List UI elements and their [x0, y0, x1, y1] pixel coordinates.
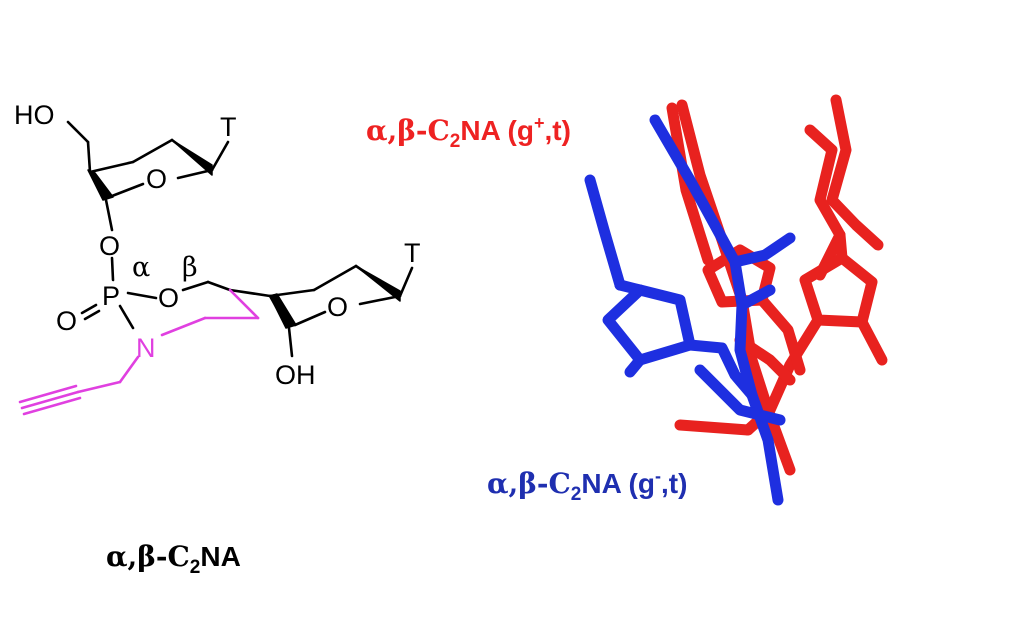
linker-bonds: [18, 288, 260, 416]
bond: [118, 304, 135, 330]
bond: [80, 303, 98, 315]
structure-label-prefix: α,β-C: [106, 540, 190, 573]
blue-stick-link: [684, 339, 758, 401]
bond: [206, 280, 232, 292]
linker-bond: [160, 316, 207, 337]
beta-label: β: [182, 252, 198, 283]
bond: [312, 264, 358, 292]
structure-label-sub: 2: [190, 557, 201, 578]
bond: [176, 168, 214, 180]
red-label-prefix: α,β-C: [366, 114, 450, 147]
atom-o-beta: O: [158, 283, 179, 313]
bond: [293, 310, 327, 327]
red-stick-link: [834, 229, 848, 264]
blue-stick-branch: [584, 174, 626, 291]
bond: [104, 198, 114, 232]
atom-o-ring-bottom: O: [327, 292, 348, 322]
blue-stick-link: [624, 354, 646, 378]
bond: [358, 294, 402, 306]
blue-stick-model: [584, 114, 796, 506]
wedge-bond: [355, 265, 401, 302]
bond: [88, 160, 135, 174]
bond: [86, 140, 92, 174]
linker-bond: [76, 380, 122, 394]
blue-stick-ring: [602, 284, 696, 366]
blue-label-mid: NA (g: [581, 468, 655, 499]
bond: [131, 138, 174, 164]
blue-label-sup: -: [655, 466, 661, 486]
wedge-bond: [87, 169, 114, 201]
bond: [398, 266, 414, 298]
alkyne-bond: [18, 384, 78, 404]
chemical-structure: [66, 120, 414, 358]
atom-n: N: [136, 333, 156, 363]
atom-o-double: O: [56, 306, 77, 336]
wedge-bond: [269, 293, 297, 329]
blue-label-suffix: ,t): [661, 468, 687, 499]
bond: [110, 256, 115, 282]
blue-label-prefix: α,β-C: [487, 467, 571, 500]
blue-stick-link: [614, 279, 646, 296]
linker-bond: [118, 355, 140, 384]
red-stick-link: [856, 316, 888, 366]
wedge-bond: [171, 139, 213, 176]
atom-oh: OH: [275, 360, 316, 390]
blue-stick-backbone: [649, 114, 784, 506]
red-stick-link: [734, 334, 796, 386]
blue-label-sub: 2: [571, 484, 582, 505]
atom-t-bottom: T: [404, 238, 421, 268]
alkyne-bond: [22, 396, 82, 416]
bond: [287, 326, 294, 358]
bond: [210, 140, 230, 172]
red-stick-ring: [799, 252, 878, 328]
atom-labels: HO T O O P O O N T O OH α β: [14, 100, 421, 390]
linker-bond: [228, 288, 260, 320]
blue-stick-link: [736, 284, 776, 311]
atom-o-ring-top: O: [146, 164, 167, 194]
atom-o-link: O: [99, 231, 120, 261]
blue-stick-link: [729, 232, 796, 268]
red-stick-branch: [666, 102, 714, 266]
atom-p: P: [102, 281, 120, 311]
bond: [126, 291, 158, 300]
red-stick-link: [756, 294, 806, 376]
bond: [66, 120, 90, 144]
red-label-suffix: ,t): [545, 115, 571, 146]
bond: [228, 288, 272, 298]
bond: [181, 280, 210, 292]
atom-ho: HO: [14, 100, 55, 130]
bond: [110, 182, 145, 198]
red-stick-base: [826, 94, 884, 251]
red-label-mid: NA (g: [460, 115, 534, 146]
bond: [83, 309, 101, 321]
structure-label-suffix: NA: [200, 541, 240, 572]
blue-model-label: α,β-C2NA (g-,t): [487, 466, 687, 505]
red-model-label: α,β-C2NA (g+,t): [366, 113, 571, 152]
blue-stick-link: [694, 364, 786, 426]
atom-t-top: T: [220, 112, 237, 142]
red-stick-base: [804, 124, 846, 281]
alkyne-bond: [20, 390, 80, 410]
red-stick-model: [666, 94, 888, 476]
structure-label: α,β-C2NA: [106, 540, 241, 578]
red-stick-link: [674, 419, 754, 436]
red-label-sup: +: [534, 113, 545, 133]
red-label-sub: 2: [450, 131, 461, 152]
alpha-label: α: [132, 252, 150, 283]
